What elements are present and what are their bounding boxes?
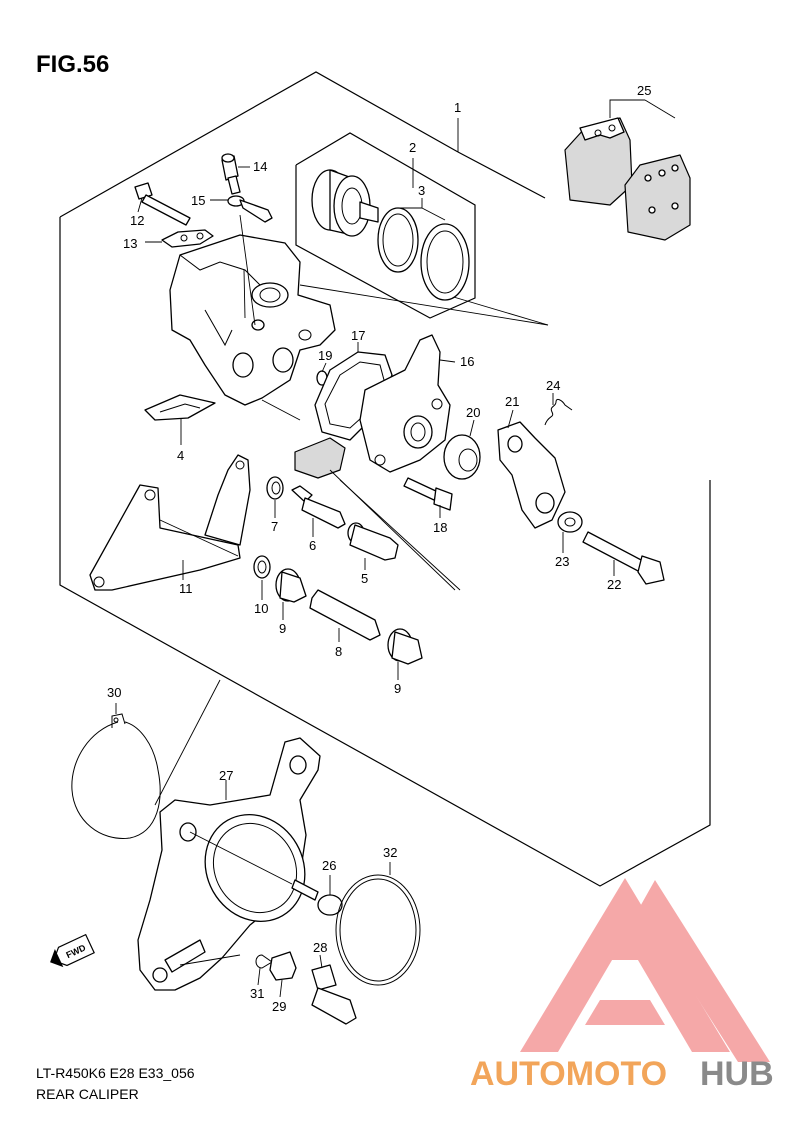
model-code: LT-R450K6 E28 E33_056 [36, 1065, 195, 1081]
callout-6: 6 [309, 538, 316, 553]
clip-part-4 [144, 394, 216, 421]
callout-14: 14 [253, 159, 267, 174]
callout-16: 16 [460, 354, 474, 369]
bolt-part-12 [134, 182, 191, 226]
callout-12: 12 [130, 213, 144, 228]
callout-24: 24 [546, 378, 560, 393]
callout-23: 23 [555, 554, 569, 569]
cap-part-15 [227, 195, 273, 223]
callout-10: 10 [254, 601, 268, 616]
assembly-frame [59, 71, 711, 887]
callout-20: 20 [466, 405, 480, 420]
circlip-part-30 [71, 703, 161, 839]
watermark-text-orange: AUTOMOTO [470, 1055, 667, 1093]
sleeve-part-8 [309, 589, 381, 641]
figure-title: FIG.56 [36, 51, 109, 78]
boot-part-20 [443, 434, 481, 480]
callout-9a: 9 [279, 621, 286, 636]
leader-lower-2 [179, 954, 241, 966]
leader-lower [154, 679, 221, 806]
caliper-body [169, 234, 336, 406]
callout-15: 15 [191, 193, 205, 208]
callout-9b: 9 [394, 681, 401, 696]
callout-29: 29 [272, 999, 286, 1014]
fwd-arrow-icon: FWD [50, 933, 95, 968]
screw-part-18 [403, 477, 453, 511]
callout-25: 25 [637, 83, 651, 98]
callout-31: 31 [250, 986, 264, 1001]
washer-part-23 [557, 511, 583, 533]
plate-part-13 [161, 229, 214, 248]
clip-part-31 [255, 954, 273, 986]
bleeder-part-14 [221, 153, 241, 195]
callout-26: 26 [322, 858, 336, 873]
callout-17: 17 [351, 328, 365, 343]
callout-30: 30 [107, 685, 121, 700]
bracket-part-16 [294, 334, 451, 479]
callout-4: 4 [177, 448, 184, 463]
callout-8: 8 [335, 644, 342, 659]
callout-27: 27 [219, 768, 233, 783]
pin-part-6 [291, 485, 346, 529]
carrier-part-11 [89, 454, 251, 591]
leader-lines [137, 99, 676, 680]
lever-part-21 [497, 421, 566, 529]
nut-part-29 [269, 951, 297, 998]
spring-part-24 [544, 398, 573, 426]
washer-part-7 [266, 476, 284, 500]
bolt-part-26 [189, 831, 343, 916]
callout-7: 7 [271, 519, 278, 534]
pin-part-5 [347, 522, 399, 561]
bushing-part-9a [275, 568, 307, 603]
piston-part-2 [311, 169, 379, 237]
callout-2: 2 [409, 140, 416, 155]
automotohub-logo-icon [520, 878, 770, 1062]
callout-labels: 1 2 3 4 5 6 7 8 9 9 10 11 12 13 14 15 16… [107, 83, 651, 1014]
brake-pads-part-25 [564, 117, 691, 241]
callout-11: 11 [179, 581, 193, 596]
callout-18: 18 [433, 520, 447, 535]
bolt-part-22 [582, 531, 665, 585]
callout-1: 1 [454, 100, 461, 115]
bushing-part-9b [387, 628, 423, 665]
callout-28: 28 [313, 940, 327, 955]
callout-22: 22 [607, 577, 621, 592]
callout-19: 19 [318, 348, 332, 363]
callout-32: 32 [383, 845, 397, 860]
callout-3: 3 [418, 183, 425, 198]
callout-21: 21 [505, 394, 519, 409]
oring-part-32 [335, 862, 421, 986]
callout-13: 13 [123, 236, 137, 251]
washer-part-10 [253, 555, 271, 579]
figure-caption: REAR CALIPER [36, 1086, 139, 1102]
bracket-part-27 [137, 737, 321, 991]
watermark-text-gray: HUB [700, 1055, 774, 1093]
stud-part-28 [311, 954, 357, 1025]
callout-5: 5 [361, 571, 368, 586]
piston-seals-part-3 [377, 207, 470, 301]
